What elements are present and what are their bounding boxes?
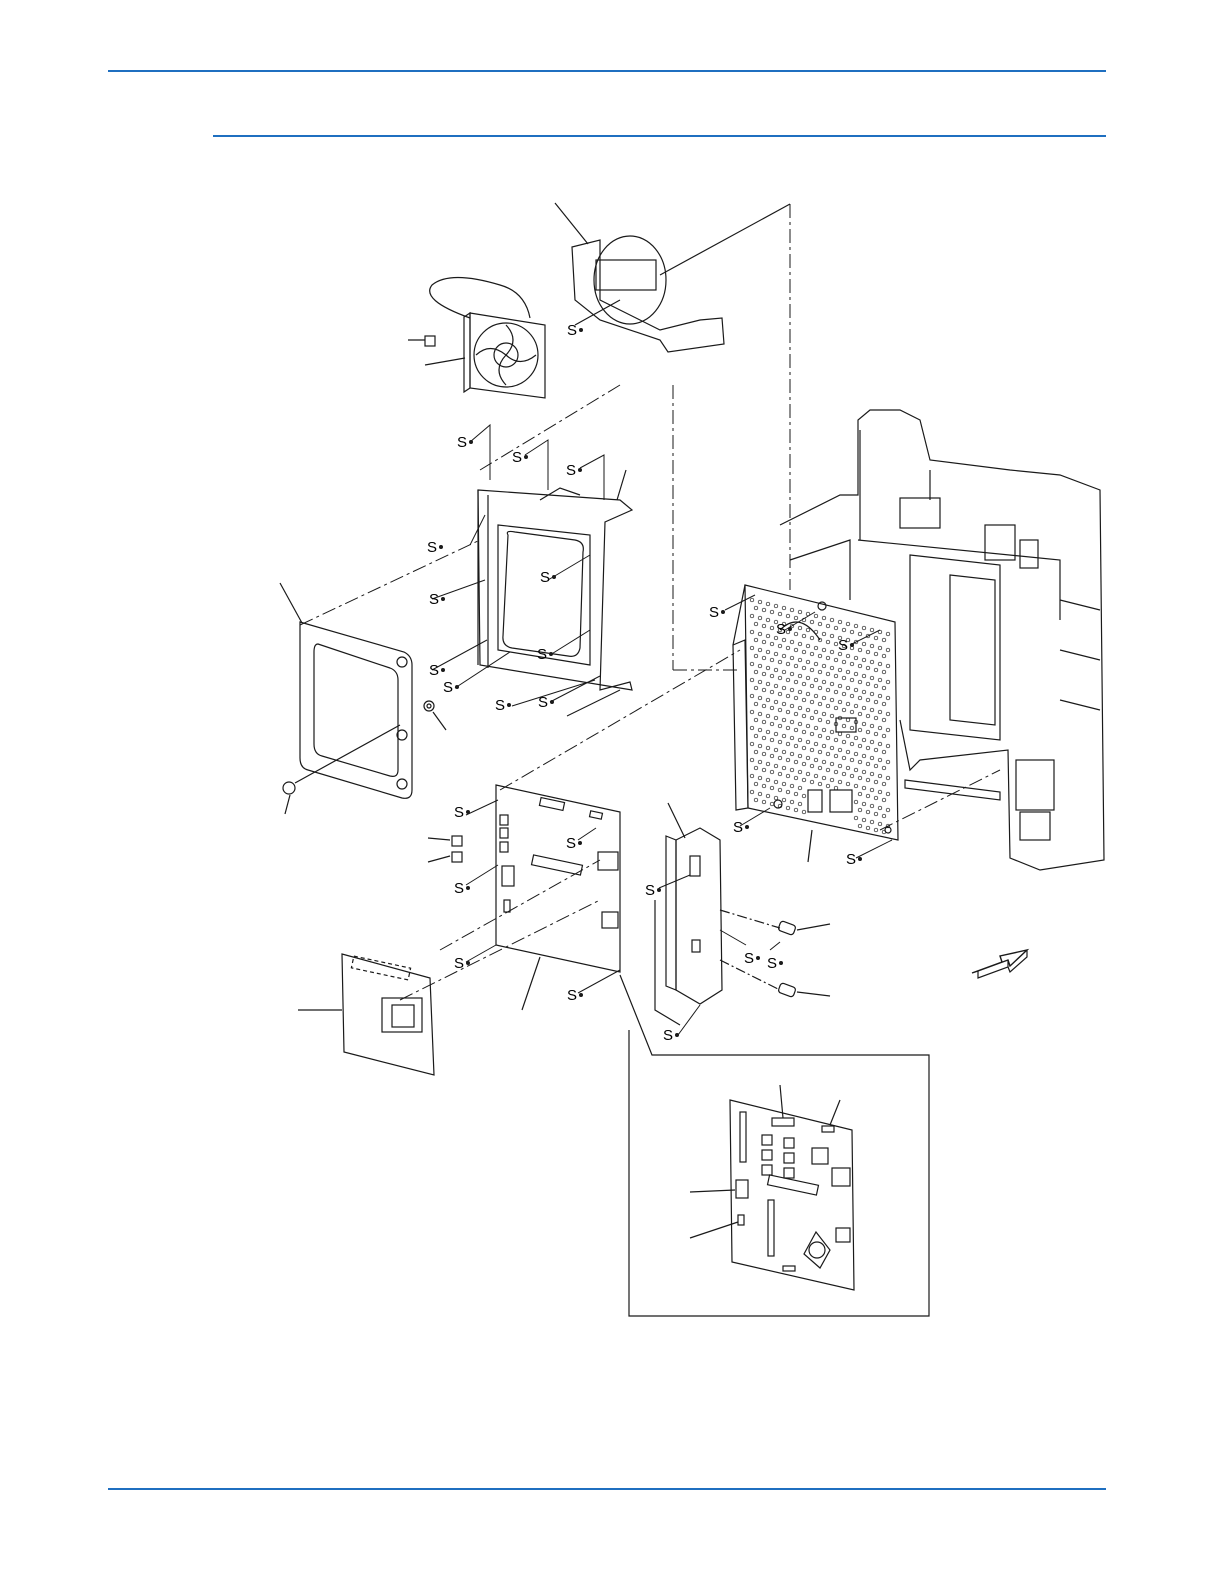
- main-board: [496, 785, 620, 1010]
- power-unit-vents: [750, 598, 890, 834]
- screw-label: S: [454, 955, 464, 972]
- page-rules: [108, 71, 1106, 1489]
- screw-label: S: [566, 835, 576, 852]
- screw-label: S: [744, 950, 754, 967]
- screw-label: S: [663, 1027, 673, 1044]
- washer: [424, 701, 446, 730]
- fan-bracket: [555, 203, 790, 352]
- screw-dot: [657, 888, 661, 892]
- screw-label: S: [838, 637, 848, 654]
- screw-dot: [552, 575, 556, 579]
- screw-dot: [788, 627, 792, 631]
- screw-dot: [455, 685, 459, 689]
- screw-dot: [466, 961, 470, 965]
- screw-dot: [466, 886, 470, 890]
- screw-dot: [579, 328, 583, 332]
- screw-dot: [675, 1033, 679, 1037]
- screw-dot: [721, 610, 725, 614]
- screw-leaders: [432, 425, 892, 1035]
- screw-label: S: [457, 434, 467, 451]
- screw-label: S: [846, 851, 856, 868]
- screw-label: S: [454, 880, 464, 897]
- inset-board: [690, 1085, 854, 1290]
- cover-plate: [280, 583, 412, 798]
- board-frame: [478, 470, 632, 690]
- screw-label: S: [566, 462, 576, 479]
- screw-dot: [756, 956, 760, 960]
- screw-label: S: [512, 449, 522, 466]
- screw-label: S: [495, 697, 505, 714]
- screw-label: S: [454, 804, 464, 821]
- screw-dot: [779, 961, 783, 965]
- screw-label: S: [429, 591, 439, 608]
- screw-dot: [579, 993, 583, 997]
- screw-label: S: [776, 621, 786, 638]
- screw-label: S: [537, 646, 547, 663]
- screw-dot: [507, 703, 511, 707]
- cooling-fan: [408, 278, 545, 399]
- spacer-screws: [720, 910, 830, 997]
- screw-dot: [850, 643, 854, 647]
- screw-dot: [466, 810, 470, 814]
- screw-dot: [439, 545, 443, 549]
- screw-dot: [745, 825, 749, 829]
- screw-label: S: [443, 679, 453, 696]
- screw-dot: [549, 652, 553, 656]
- screw-label: S: [709, 604, 719, 621]
- screw-label: S: [540, 569, 550, 586]
- side-bracket: [655, 803, 722, 1025]
- screw-label: S: [427, 539, 437, 556]
- front-direction-arrow-icon: [972, 950, 1027, 978]
- screw-dot: [578, 468, 582, 472]
- screw-label: S: [567, 322, 577, 339]
- alignment-lines: [300, 204, 1000, 1000]
- screw-label: S: [767, 955, 777, 972]
- screw-dot: [469, 440, 473, 444]
- screw-label: S: [429, 662, 439, 679]
- fan-harness: [430, 278, 530, 319]
- board-connectors: [428, 836, 462, 862]
- screw-label: S: [645, 882, 655, 899]
- screw-labels: S S S S S S S S S S S S S S S S S S S S S S S S S S: [427, 322, 862, 1044]
- screw-dot: [578, 841, 582, 845]
- screw-label: S: [538, 694, 548, 711]
- screw-dot: [858, 857, 862, 861]
- screw-label: S: [567, 987, 577, 1004]
- screw-label: S: [733, 819, 743, 836]
- screw-dot: [441, 597, 445, 601]
- option-card: [298, 954, 434, 1075]
- screw-dot: [441, 668, 445, 672]
- screw-dot: [550, 700, 554, 704]
- screw-dot: [524, 455, 528, 459]
